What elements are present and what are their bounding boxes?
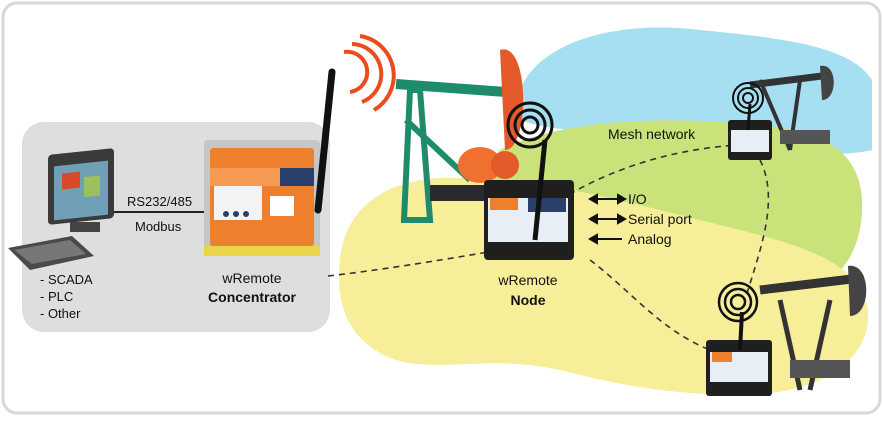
computer-icon bbox=[8, 148, 114, 270]
node-device-bottom-icon bbox=[706, 281, 772, 396]
link-concentrator-node bbox=[327, 249, 501, 277]
node-device-top-icon bbox=[728, 82, 772, 160]
radio-wave-icon bbox=[343, 34, 396, 112]
host-system-list: - SCADA - PLC - Other bbox=[40, 271, 93, 322]
link-label-rs232: RS232/485 bbox=[127, 194, 193, 209]
io-label: I/O bbox=[628, 191, 647, 207]
io-arrows bbox=[587, 193, 628, 245]
node-label-line2: Node bbox=[510, 292, 546, 308]
concentrator-device-icon bbox=[204, 140, 320, 256]
concentrator-label-line1: wRemote bbox=[222, 270, 282, 286]
link-label-modbus: Modbus bbox=[135, 219, 182, 234]
antenna-icon bbox=[314, 68, 336, 214]
host-item-scada: - SCADA bbox=[40, 272, 93, 287]
mesh-link-2 bbox=[744, 159, 770, 301]
analog-label: Analog bbox=[628, 231, 672, 247]
mesh-link-1 bbox=[559, 144, 739, 201]
mesh-link-3 bbox=[589, 259, 711, 351]
host-item-other: - Other bbox=[40, 306, 81, 321]
serial-port-label: Serial port bbox=[628, 211, 692, 227]
concentrator-label-line2: Concentrator bbox=[208, 289, 296, 305]
sky-zone bbox=[520, 27, 872, 155]
pumpjack-small-bottom-icon bbox=[759, 265, 867, 391]
pumpjack-small-top-icon bbox=[749, 65, 834, 151]
host-item-plc: - PLC bbox=[40, 289, 74, 304]
mesh-network-label: Mesh network bbox=[608, 126, 696, 142]
node-device-icon bbox=[484, 101, 574, 260]
node-label-line1: wRemote bbox=[498, 272, 558, 288]
